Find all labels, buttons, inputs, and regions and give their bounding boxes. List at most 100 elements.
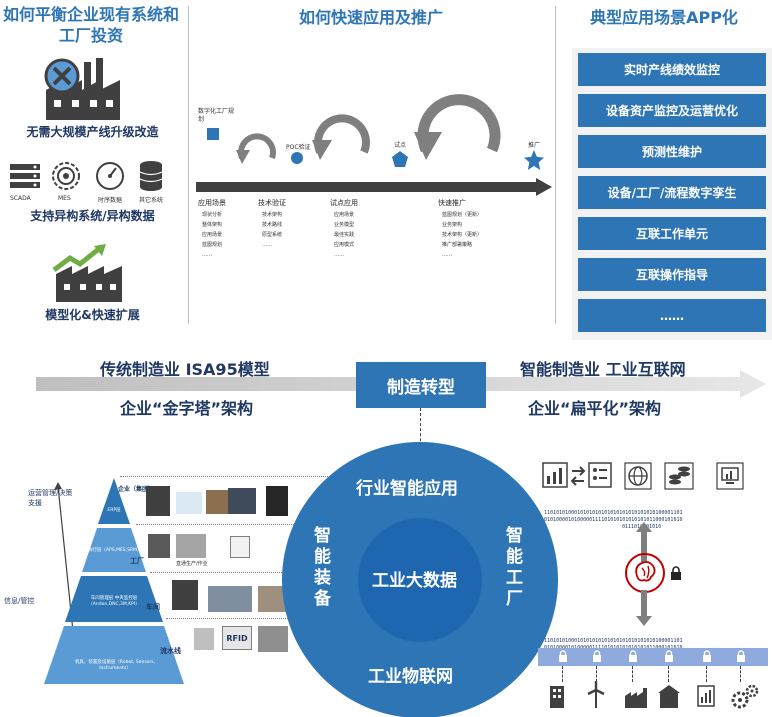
secure-bus	[538, 648, 768, 666]
circle-top-label: 行业智能应用	[356, 479, 458, 499]
phase-item: ……	[334, 252, 344, 258]
sys-label-scada: SCADA	[10, 195, 31, 202]
pyramid-level-1: ERP层	[107, 508, 121, 513]
sys-label-other: 其它系统	[139, 197, 164, 204]
app-item[interactable]: 预测性维护	[578, 135, 766, 168]
building-icon	[550, 686, 564, 708]
transformation-box: 制造转型	[356, 362, 486, 408]
phase-item: 原型系统	[262, 232, 283, 238]
photo-operator	[176, 534, 206, 558]
pyramid-level-4: 机具、装置及设施层（Robot, Sensors, Instruments）	[74, 660, 156, 671]
factory-growth-icon	[52, 244, 122, 302]
factory-x-icon	[44, 58, 120, 120]
phase-title: 快速推广	[438, 199, 466, 207]
photo-checklist	[230, 536, 250, 558]
divider-right	[555, 6, 556, 324]
phase-title: 应用场景	[198, 199, 226, 207]
loop-icon-small	[236, 133, 276, 164]
right-column-title: 典型应用场景APP化	[590, 8, 738, 27]
scada-icon	[10, 164, 40, 188]
data-down-arrow	[636, 590, 652, 626]
app-item[interactable]: ……	[578, 299, 766, 332]
stage-label-pilot: 试点	[394, 142, 407, 149]
phase-item: 应用场景	[202, 232, 223, 238]
dotted-separator-4	[166, 618, 326, 619]
sys-label-ts: 时序数据	[98, 197, 123, 204]
left-model-line1: 传统制造业 ISA95模型	[100, 360, 270, 379]
bus-connector	[596, 666, 597, 682]
right-model-line1: 智能制造业 工业互联网	[520, 360, 686, 379]
app-item[interactable]: 实时产线绩效监控	[578, 53, 766, 86]
app-item[interactable]: 互联工作单元	[578, 217, 766, 250]
phase-item: 业务架构	[442, 222, 463, 228]
photo-caption: 直通生产/作业	[176, 561, 208, 567]
photo-sensor	[194, 628, 214, 650]
phase-item: 最佳实践	[334, 232, 355, 238]
bus-lock-icon	[737, 650, 745, 662]
bus-connector	[668, 666, 669, 682]
lock-icon	[671, 566, 681, 580]
binary-block-top: 1101010100010101010101010101010101010100…	[544, 510, 683, 530]
level-name-line: 流水线	[160, 647, 181, 655]
phase-item: ……	[262, 242, 272, 248]
phase-item: 推广部署策略	[442, 242, 473, 248]
sys-label-mes: MES	[58, 195, 71, 202]
phase-item: 现状分析	[202, 212, 223, 218]
process-icon	[588, 462, 612, 488]
loop-icon-large	[414, 94, 501, 160]
circle-center-label: 工业大数据	[372, 571, 457, 591]
level-name-factory: 工厂	[130, 557, 144, 565]
rfid-tag: RFID	[222, 626, 252, 650]
wind-turbine-icon	[587, 681, 605, 708]
phase-item: 蓝图规划（更新）	[442, 212, 483, 218]
phase-title: 试点应用	[330, 199, 358, 207]
coins-icon	[664, 462, 694, 490]
stage-marker-plan	[207, 128, 219, 140]
bus-connector	[740, 666, 741, 682]
bus-connector	[562, 666, 563, 682]
bus-lock-icon	[593, 650, 601, 662]
divider-left	[188, 6, 189, 324]
phase-item: 应用场景	[334, 212, 355, 218]
phase-item: ……	[202, 252, 212, 258]
app-item[interactable]: 设备资产监控及运营优化	[578, 94, 766, 127]
phase-item: 应用模式	[334, 242, 355, 248]
bus-lock-icon	[629, 650, 637, 662]
mes-gear-icon	[52, 162, 80, 190]
left-model-line2: 企业“金字塔”架构	[120, 399, 254, 418]
app-item[interactable]: 设备/工厂/流程数字孪生	[578, 176, 766, 209]
photo-globe	[176, 492, 202, 514]
circle-bottom-label: 工业物联网	[368, 667, 453, 687]
stage-marker-star	[524, 150, 544, 170]
photo-control-room	[228, 488, 256, 514]
database-icon	[139, 161, 163, 191]
bus-lock-icon	[665, 650, 673, 662]
exchange-icon	[570, 466, 586, 486]
left-item-2: 支持异构系统/异构数据	[30, 209, 155, 223]
gears-icon	[731, 684, 759, 709]
stage-label-poc: POC验证	[286, 144, 311, 151]
pyramid	[44, 478, 184, 684]
center-circle	[282, 442, 558, 717]
chart-board-icon	[697, 685, 715, 707]
phase-item: 蓝图规划	[202, 242, 223, 248]
bus-connector	[632, 666, 633, 682]
progression-arrow	[196, 178, 552, 196]
phase-item: 技术路线	[262, 222, 283, 228]
photo-datacenter	[266, 486, 288, 516]
axis-label-top: 运营管理/决策支援	[28, 489, 73, 507]
bus-connector	[706, 666, 707, 682]
level-name-enterprise: 企业（集团）	[118, 486, 155, 493]
warehouse-icon	[658, 685, 680, 708]
axis-label-mid: 信息/管控	[4, 597, 35, 605]
circle-left-label: 智能装备	[314, 526, 331, 609]
pyramid-level-2: 执行层（APS,MES,SRM）	[88, 548, 142, 553]
phase-title: 技术验证	[258, 199, 286, 207]
circle-right-label: 智能工厂	[506, 526, 523, 609]
left-column-title: 如何平衡企业现有系统和工厂投资	[2, 5, 179, 45]
bus-lock-icon	[703, 650, 711, 662]
globe-icon	[624, 462, 652, 490]
dashboard-icon	[542, 462, 568, 488]
phase-item: 整体架构	[202, 222, 223, 228]
app-item[interactable]: 互联操作指导	[578, 258, 766, 291]
